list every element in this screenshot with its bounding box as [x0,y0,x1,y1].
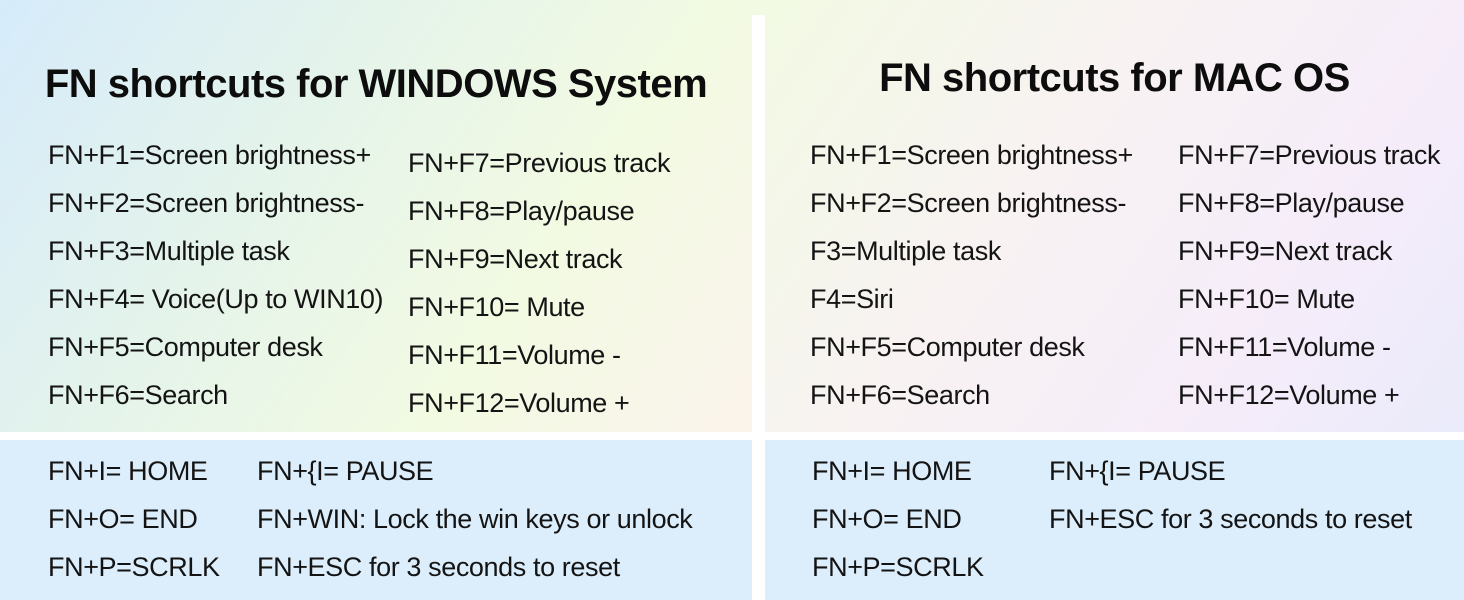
mac-extra-shortcuts-box: FN+I= HOME FN+O= END FN+P=SCRLK FN+{I= P… [765,440,1464,600]
shortcut-line: FN+F5=Computer desk [48,331,323,362]
shortcut-line: FN+F2=Screen brightness- [48,187,365,218]
shortcut-line: FN+F2=Screen brightness- [810,187,1127,218]
shortcut-line: FN+I= HOME [48,455,208,486]
shortcut-line: FN+F6=Search [810,379,990,410]
windows-extra-column-2: FN+{I= PAUSE FN+WIN: Lock the win keys o… [257,447,693,591]
shortcut-line: F3=Multiple task [810,235,1001,266]
shortcut-line: FN+O= END [812,503,962,534]
windows-fn-column-1: FN+F1=Screen brightness+ FN+F2=Screen br… [48,131,384,419]
windows-panel: FN shortcuts for WINDOWS System FN+F1=Sc… [0,0,752,600]
shortcut-line: FN+F6=Search [48,379,228,410]
shortcut-line: FN+F9=Next track [1178,235,1393,266]
panel-divider [752,15,765,600]
shortcut-line: FN+P=SCRLK [812,551,984,582]
shortcut-line: F4=Siri [810,283,894,314]
shortcut-line: FN+F3=Multiple task [48,235,290,266]
shortcut-line: FN+F5=Computer desk [810,331,1085,362]
shortcut-line: FN+F12=Volume + [408,387,630,418]
windows-extra-column-1: FN+I= HOME FN+O= END FN+P=SCRLK [48,447,220,591]
shortcut-line: FN+F11=Volume - [408,339,621,370]
shortcut-line: FN+F9=Next track [408,243,623,274]
divider-top-cap [752,0,765,15]
mac-panel-title: FN shortcuts for MAC OS [879,56,1350,100]
shortcut-line: FN+O= END [48,503,198,534]
mac-fn-column-2: FN+F7=Previous track FN+F8=Play/pause FN… [1178,131,1440,419]
shortcut-line: FN+ESC for 3 seconds to reset [1049,503,1412,534]
shortcut-line: FN+{I= PAUSE [1049,455,1226,486]
shortcut-line: FN+F11=Volume - [1178,331,1391,362]
shortcut-line: FN+I= HOME [812,455,972,486]
mac-white-gap [765,432,1464,440]
shortcut-line: FN+F10= Mute [1178,283,1355,314]
shortcut-line: FN+WIN: Lock the win keys or unlock [257,503,693,534]
windows-fn-column-2: FN+F7=Previous track FN+F8=Play/pause FN… [408,139,670,427]
windows-panel-title: FN shortcuts for WINDOWS System [44,62,708,106]
shortcut-line: FN+{I= PAUSE [257,455,434,486]
mac-extra-column-1: FN+I= HOME FN+O= END FN+P=SCRLK [812,447,984,591]
shortcut-line: FN+F12=Volume + [1178,379,1400,410]
shortcut-line: FN+F7=Previous track [408,147,671,178]
shortcut-line: FN+F7=Previous track [1178,139,1441,170]
mac-panel: FN shortcuts for MAC OS FN+F1=Screen bri… [765,0,1464,600]
shortcut-line: FN+F4= Voice(Up to WIN10) [48,283,384,314]
windows-extra-shortcuts-box: FN+I= HOME FN+O= END FN+P=SCRLK FN+{I= P… [0,440,752,600]
shortcut-line: FN+F10= Mute [408,291,585,322]
mac-fn-column-1: FN+F1=Screen brightness+ FN+F2=Screen br… [810,131,1133,419]
mac-extra-column-2: FN+{I= PAUSE FN+ESC for 3 seconds to res… [1049,447,1412,543]
shortcut-line: FN+F8=Play/pause [408,195,635,226]
shortcut-line: FN+F8=Play/pause [1178,187,1405,218]
windows-white-gap [0,432,752,440]
shortcut-line: FN+P=SCRLK [48,551,220,582]
shortcut-line: FN+ESC for 3 seconds to reset [257,551,620,582]
shortcut-line: FN+F1=Screen brightness+ [48,139,371,170]
shortcut-line: FN+F1=Screen brightness+ [810,139,1133,170]
